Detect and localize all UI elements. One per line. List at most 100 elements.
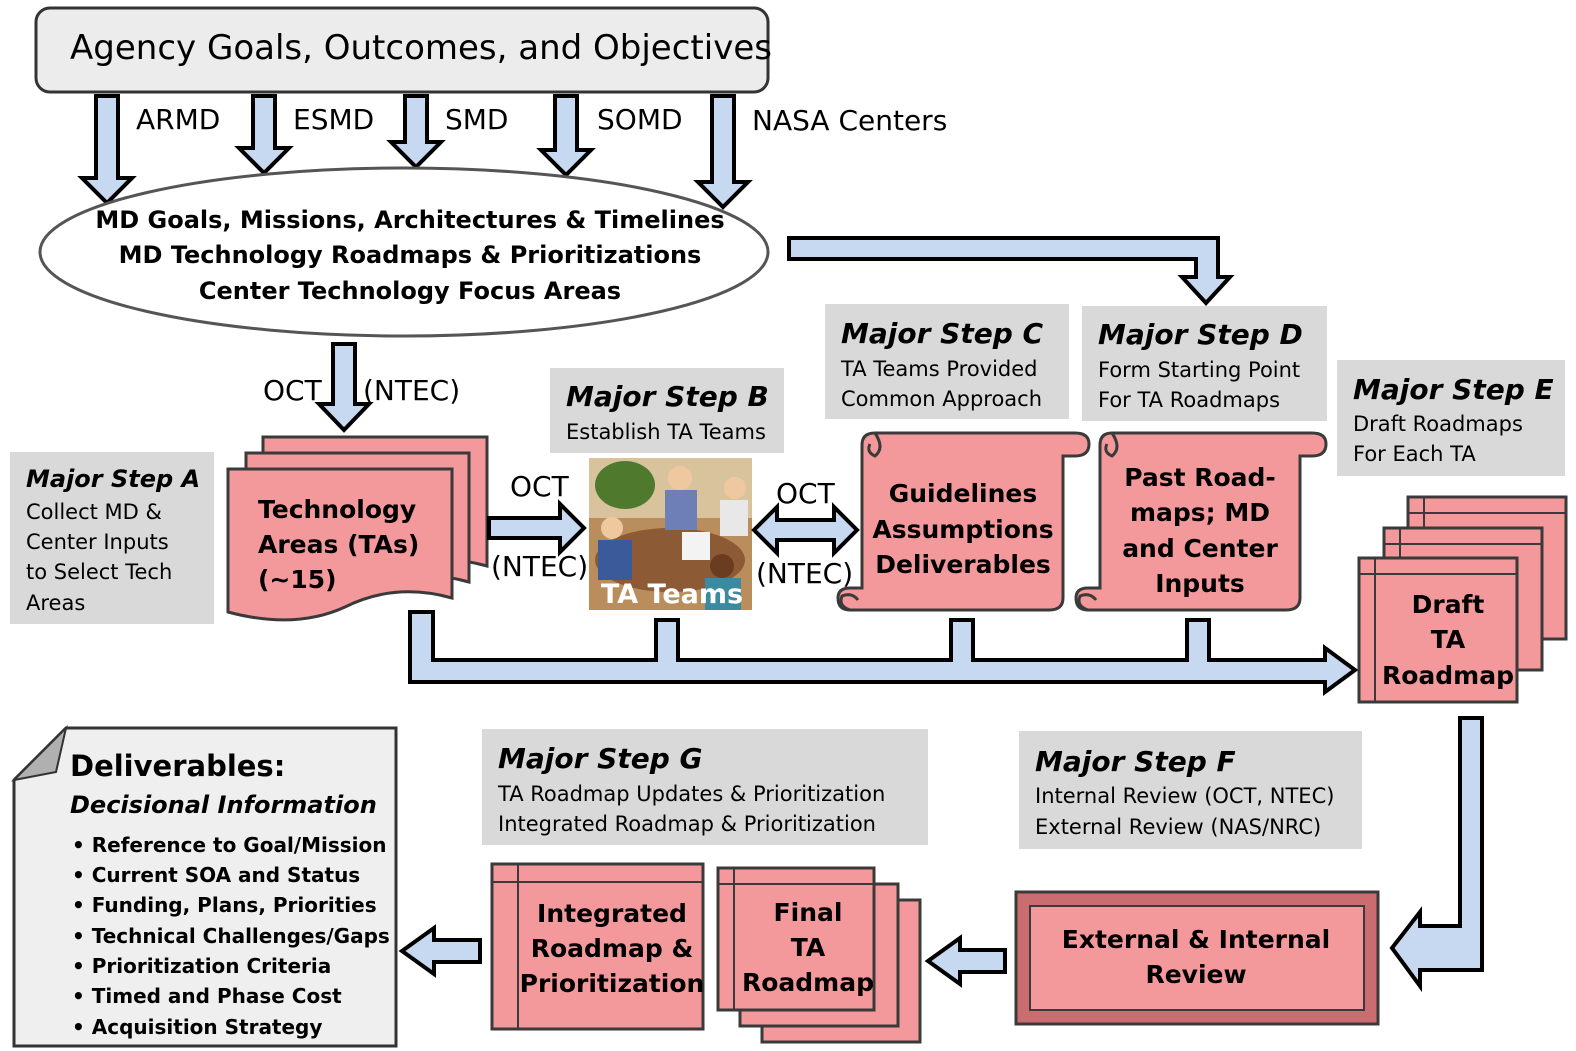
svg-text:Establish TA Teams: Establish TA Teams — [566, 420, 766, 444]
svg-text:Prioritization: Prioritization — [520, 969, 705, 998]
svg-text:Integrated Roadmap & Prioritiz: Integrated Roadmap & Prioritization — [498, 812, 876, 836]
svg-text:Internal Review (OCT, NTEC): Internal Review (OCT, NTEC) — [1035, 784, 1334, 808]
arrow-nasa-centers: NASA Centers — [693, 94, 947, 210]
ellipse-line-3: Center Technology Focus Areas — [199, 277, 621, 305]
major-step-c: Major Step C TA Teams Provided Common Ap… — [825, 304, 1069, 419]
svg-text:Review: Review — [1145, 960, 1246, 989]
arrow-ta-to-teams: OCT (NTEC) — [487, 470, 588, 583]
technology-areas-stack: Technology Areas (TAs) (~15) — [226, 435, 489, 622]
ellipse-line-2: MD Technology Roadmaps & Prioritizations — [119, 241, 702, 269]
major-step-b: Major Step B Establish TA Teams — [550, 368, 784, 453]
svg-text:to Select Tech: to Select Tech — [26, 560, 172, 584]
svg-text:(~15): (~15) — [258, 565, 337, 594]
svg-text:Roadmap &: Roadmap & — [531, 934, 694, 963]
major-step-d: Major Step D Form Starting Point For TA … — [1082, 306, 1327, 421]
arrow-review-to-final — [924, 934, 1007, 988]
svg-text:TA: TA — [791, 933, 826, 962]
svg-text:Collect MD &: Collect MD & — [26, 500, 162, 524]
svg-text:Areas: Areas — [26, 591, 85, 615]
arrow-teams-to-guidelines: OCT (NTEC) — [751, 477, 860, 590]
svg-text:Integrated: Integrated — [537, 899, 687, 928]
ta-teams-picture: TA Teams — [589, 458, 752, 610]
svg-text:Guidelines: Guidelines — [889, 479, 1038, 508]
svg-text:SOMD: SOMD — [597, 103, 683, 136]
svg-text:TA: TA — [1431, 625, 1466, 654]
deliverables-note: Deliverables: Decisional Information • R… — [10, 724, 398, 1048]
svg-text:(NTEC): (NTEC) — [363, 374, 460, 407]
svg-text:• Reference to Goal/Mission: • Reference to Goal/Mission — [72, 833, 387, 857]
draft-roadmap-stack: Draft TA Roadmap — [1357, 495, 1568, 704]
svg-text:(NTEC): (NTEC) — [491, 550, 588, 583]
major-step-g: Major Step G TA Roadmap Updates & Priori… — [482, 729, 928, 845]
svg-text:Form Starting Point: Form Starting Point — [1098, 358, 1300, 382]
deliverables-subtitle: Decisional Information — [70, 791, 377, 819]
svg-text:Past Road-: Past Road- — [1124, 463, 1276, 492]
agency-goals-box — [34, 6, 770, 94]
svg-text:• Technical Challenges/Gaps: • Technical Challenges/Gaps — [72, 924, 390, 948]
major-step-e: Major Step E Draft Roadmaps For Each TA — [1337, 360, 1565, 476]
arrow-draft-to-review — [1389, 716, 1484, 993]
agency-goals-title: Agency Goals, Outcomes, and Objectives — [70, 28, 772, 68]
svg-text:Common Approach: Common Approach — [841, 387, 1042, 411]
svg-text:SMD: SMD — [445, 103, 509, 136]
arrow-somd: SOMD — [536, 94, 683, 178]
svg-text:Major Step G: Major Step G — [498, 742, 702, 775]
arrow-ellipse-to-ta: OCT (NTEC) — [263, 342, 460, 433]
arrow-ellipse-to-step-d — [787, 236, 1235, 306]
svg-text:Major Step D: Major Step D — [1098, 318, 1303, 351]
major-step-a: Major Step A Collect MD & Center Inputs … — [10, 452, 214, 624]
svg-text:Center Inputs: Center Inputs — [26, 530, 169, 554]
svg-text:• Current SOA and Status: • Current SOA and Status — [72, 863, 360, 887]
svg-text:and Center: and Center — [1122, 534, 1278, 563]
major-step-f: Major Step F Internal Review (OCT, NTEC)… — [1019, 731, 1362, 849]
svg-text:For Each TA: For Each TA — [1353, 442, 1476, 466]
review-box: External & Internal Review — [1014, 890, 1380, 1026]
ellipse-line-1: MD Goals, Missions, Architectures & Time… — [95, 206, 724, 234]
svg-text:• Funding, Plans, Priorities: • Funding, Plans, Priorities — [72, 893, 377, 917]
svg-text:Areas (TAs): Areas (TAs) — [258, 530, 419, 559]
svg-text:OCT: OCT — [776, 477, 836, 510]
arrow-integrated-to-deliverables — [398, 924, 482, 978]
svg-text:Major Step B: Major Step B — [566, 380, 769, 413]
svg-text:External & Internal: External & Internal — [1062, 925, 1330, 954]
svg-text:OCT: OCT — [510, 470, 570, 503]
ta-teams-label: TA Teams — [601, 579, 743, 610]
svg-text:Deliverables: Deliverables — [875, 550, 1051, 579]
past-roadmaps-scroll: Past Road- maps; MD and Center Inputs — [1074, 431, 1328, 612]
svg-text:External Review (NAS/NRC): External Review (NAS/NRC) — [1035, 815, 1321, 839]
svg-text:(NTEC): (NTEC) — [756, 557, 853, 590]
arrow-armd: ARMD — [77, 94, 220, 206]
svg-text:NASA Centers: NASA Centers — [752, 104, 947, 137]
svg-text:Roadmap: Roadmap — [742, 968, 874, 997]
svg-text:ARMD: ARMD — [136, 103, 220, 136]
integrated-roadmap-box: Integrated Roadmap & Prioritization — [490, 862, 705, 1031]
final-roadmap-stack: Final TA Roadmap — [716, 866, 922, 1044]
svg-text:OCT: OCT — [263, 374, 323, 407]
svg-text:For TA Roadmaps: For TA Roadmaps — [1098, 388, 1280, 412]
svg-text:Major Step C: Major Step C — [841, 317, 1043, 350]
svg-text:• Acquisition Strategy: • Acquisition Strategy — [72, 1015, 322, 1039]
md-goals-ellipse — [38, 166, 770, 338]
svg-text:TA Teams Provided: TA Teams Provided — [840, 357, 1038, 381]
deliverables-title: Deliverables: — [70, 749, 285, 783]
arrow-collector-to-draft — [408, 610, 1359, 696]
svg-text:Final: Final — [774, 898, 843, 927]
arrow-esmd: ESMD — [234, 94, 374, 176]
svg-text:Major Step F: Major Step F — [1035, 745, 1236, 778]
svg-text:Assumptions: Assumptions — [872, 515, 1053, 544]
svg-text:ESMD: ESMD — [293, 103, 374, 136]
svg-text:Roadmap: Roadmap — [1382, 661, 1514, 690]
svg-text:Technology: Technology — [258, 495, 416, 524]
svg-text:Draft Roadmaps: Draft Roadmaps — [1353, 412, 1523, 436]
svg-text:Inputs: Inputs — [1155, 569, 1245, 598]
svg-text:Major Step A: Major Step A — [26, 465, 200, 493]
svg-text:TA Roadmap Updates & Prioritiz: TA Roadmap Updates & Prioritization — [497, 782, 885, 806]
svg-text:• Prioritization Criteria: • Prioritization Criteria — [72, 954, 331, 978]
svg-text:• Timed and Phase Cost: • Timed and Phase Cost — [72, 984, 342, 1008]
svg-text:Major Step E: Major Step E — [1353, 373, 1554, 406]
guidelines-scroll: Guidelines Assumptions Deliverables — [836, 431, 1091, 612]
arrow-smd: SMD — [386, 94, 509, 170]
svg-text:Draft: Draft — [1412, 590, 1485, 619]
svg-text:maps; MD: maps; MD — [1130, 498, 1270, 527]
